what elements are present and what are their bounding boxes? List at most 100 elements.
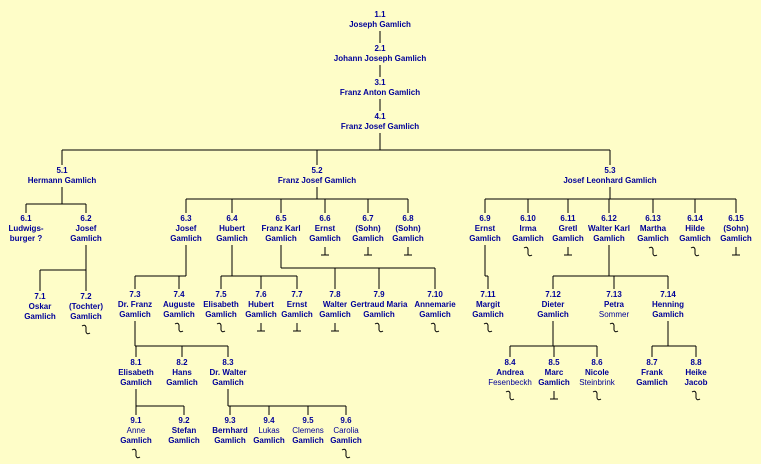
- person-name-line: Walter Karl: [588, 224, 630, 233]
- person-name-line: Gamlich: [363, 310, 395, 319]
- person-name-line: Clemens: [292, 426, 324, 435]
- person-name-line: Gamlich: [166, 378, 198, 387]
- person-name-line: Gamlich: [214, 436, 246, 445]
- person-name-line: Gamlich: [552, 234, 584, 243]
- line-end-icon: [404, 247, 412, 256]
- person-name-line: Franz Josef Gamlich: [340, 122, 420, 131]
- line-end-icon: [331, 323, 339, 332]
- person-number: 6.9: [479, 214, 491, 223]
- line-end-icon: [293, 323, 301, 332]
- person-name-line: Gamlich: [319, 310, 351, 319]
- person-name-line: Gamlich: [538, 378, 570, 387]
- person-number: 9.4: [263, 416, 275, 425]
- person-name-line: Josef Leonhard Gamlich: [563, 176, 657, 185]
- person-name-line: Franz Karl: [261, 224, 301, 233]
- person-name-line: Franz Josef Gamlich: [277, 176, 357, 185]
- person-number: 6.7: [362, 214, 374, 223]
- person-name-line: Gertraud Maria: [350, 300, 408, 309]
- person-name-line: Gamlich: [245, 310, 277, 319]
- person-number: 6.15: [728, 214, 744, 223]
- person-number: 8.1: [130, 358, 142, 367]
- deceased-icon: [174, 322, 184, 333]
- person-number: 1.1: [374, 10, 386, 19]
- person-name-line: Ludwigs-: [8, 224, 44, 233]
- person-number: 7.4: [173, 290, 185, 299]
- person-node: 6.7(Sohn)Gamlich: [352, 214, 384, 244]
- person-name-line: Elisabeth: [203, 300, 239, 309]
- person-name-line: Gamlich: [119, 310, 151, 319]
- deceased-icon: [374, 322, 384, 333]
- deceased-icon: [609, 322, 619, 333]
- person-node: 7.2(Tochter)Gamlich: [69, 292, 103, 322]
- person-name-line: Irma: [519, 224, 537, 233]
- person-number: 6.11: [560, 214, 576, 223]
- person-name-line: Gamlich: [253, 436, 285, 445]
- person-name-line: Gamlich: [652, 310, 684, 319]
- person-number: 7.1: [34, 292, 46, 301]
- person-name-line: Gamlich: [472, 310, 504, 319]
- person-name-line: Gamlich: [309, 234, 341, 243]
- line-end-icon: [550, 391, 558, 400]
- person-number: 7.7: [291, 290, 303, 299]
- person-name-line: Nicole: [584, 368, 610, 377]
- person-number: 9.6: [340, 416, 352, 425]
- person-name-line: Andrea: [496, 368, 524, 377]
- person-name-line: Sommer: [598, 310, 630, 319]
- person-node: 6.15(Sohn)Gamlich: [720, 214, 752, 244]
- person-number: 7.6: [255, 290, 267, 299]
- person-name-line: Walter: [322, 300, 348, 309]
- person-number: 7.2: [80, 292, 92, 301]
- person-name-line: Joseph Gamlich: [349, 20, 411, 29]
- person-number: 8.4: [504, 358, 516, 367]
- person-number: 6.6: [319, 214, 331, 223]
- line-end-icon: [564, 247, 572, 256]
- person-number: 9.2: [178, 416, 190, 425]
- person-number: 6.8: [402, 214, 414, 223]
- person-number: 6.3: [180, 214, 192, 223]
- person-name-line: Gamlich: [212, 378, 244, 387]
- person-name-line: Gamlich: [352, 234, 384, 243]
- person-node: 6.8(Sohn)Gamlich: [392, 214, 424, 244]
- deceased-icon: [523, 246, 533, 257]
- person-name-line: Gamlich: [593, 234, 625, 243]
- person-number: 8.6: [591, 358, 603, 367]
- person-name-line: Gamlich: [24, 312, 56, 321]
- person-name-line: Gamlich: [120, 378, 152, 387]
- person-name-line: Hubert: [219, 224, 245, 233]
- person-name-line: Gamlich: [419, 310, 451, 319]
- person-name-line: Martha: [639, 224, 667, 233]
- deceased-icon: [81, 324, 91, 335]
- person-number: 6.5: [275, 214, 287, 223]
- person-name-line: Lukas: [258, 426, 280, 435]
- person-number: 7.3: [129, 290, 141, 299]
- person-name-line: Hubert: [248, 300, 274, 309]
- person-name-line: Heike: [685, 368, 707, 377]
- person-name-line: Dieter: [541, 300, 565, 309]
